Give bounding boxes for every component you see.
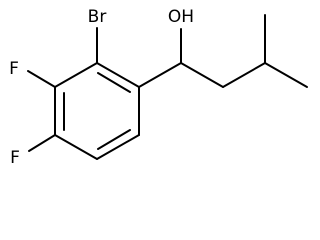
bond-ch-to-methyl-right (264, 62, 308, 88)
bromine-label: Br (88, 7, 107, 27)
ring-inner-double-c5-c6 (97, 129, 131, 150)
bond-ring-to-carbinol (138, 62, 182, 88)
bond-c4-f (28, 134, 56, 152)
fluorine-lower-label: F (10, 148, 20, 168)
ring-bond-c1-c2 (96, 62, 140, 88)
ring-bond-c5-c6 (96, 134, 140, 160)
ring-inner-double-c1-c2 (97, 72, 131, 93)
bond-lines (27, 14, 308, 160)
chemical-structure-diagram: Br OH F F (9, 7, 308, 168)
hydroxyl-label: OH (168, 7, 194, 27)
bond-c3-f (27, 70, 56, 88)
ring-bond-c2-c3 (54, 62, 98, 88)
bond-carbinol-to-ch2 (180, 62, 224, 88)
atom-labels: Br OH F F (9, 7, 194, 168)
fluorine-upper-label: F (9, 59, 19, 79)
ring-bond-c4-c5 (54, 134, 98, 160)
bond-ch2-to-ch (222, 62, 266, 88)
